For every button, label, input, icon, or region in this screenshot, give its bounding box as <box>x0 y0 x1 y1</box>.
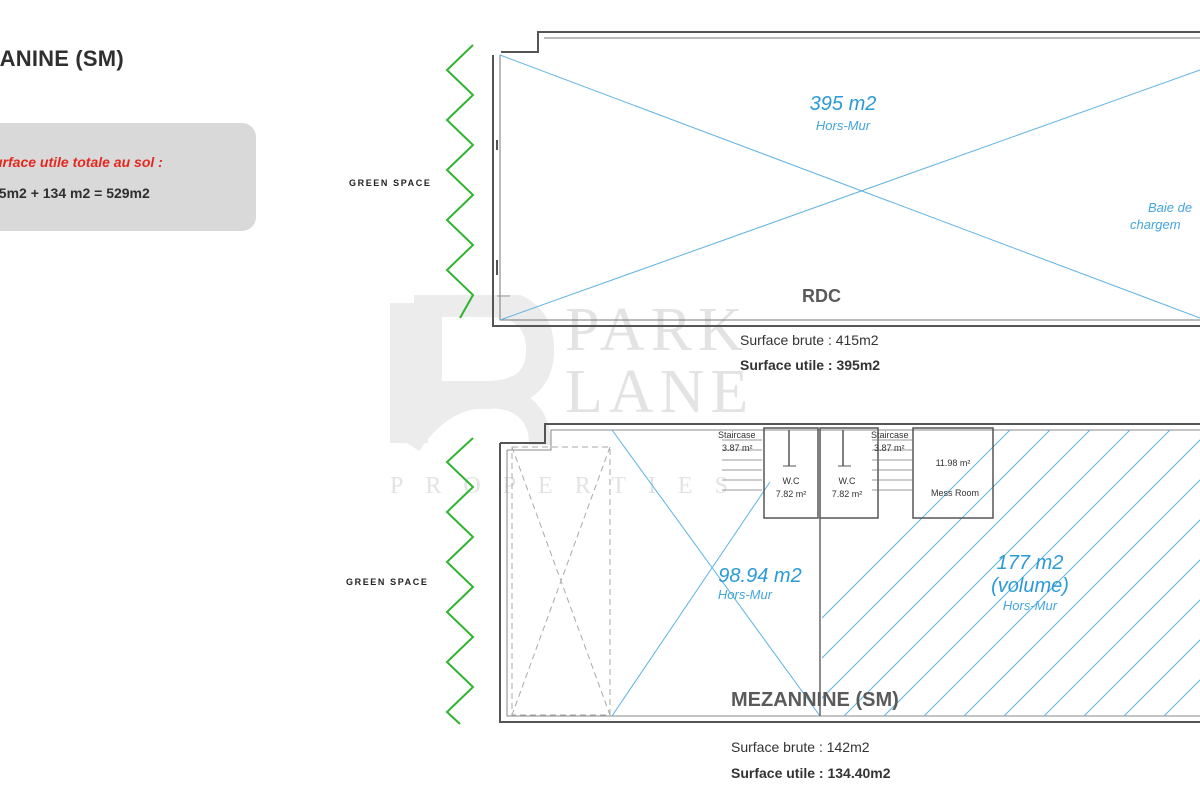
mezz-void-box <box>511 446 611 716</box>
mezzanine-plan <box>445 423 1200 725</box>
mezz-inner-wall <box>506 450 1200 717</box>
mezz-zone1-note: Hors-Mur <box>717 587 773 602</box>
mezz-title: MEZANNINE (SM) <box>731 689 899 711</box>
wc-2-label: W.C <box>838 476 856 486</box>
watermark-line2: LANE <box>565 358 755 426</box>
mezz-green-space-label: GREEN SPACE <box>346 577 429 587</box>
mezz-void-diagonal-2 <box>511 446 611 716</box>
mezz-top-inner-wall <box>507 429 1200 451</box>
mezz-zone2-value-line1: 177 m2 <box>996 552 1064 574</box>
mezz-zone1-diagonal-2 <box>611 481 771 717</box>
mezz-zone2-note: Hors-Mur <box>1002 598 1058 613</box>
summary-formula: 95m2 + 134 m2 = 529m2 <box>0 185 150 201</box>
page-title: ZANINE (SM) <box>0 46 124 71</box>
mezz-green-space-zigzag <box>445 437 475 725</box>
watermark-logo-icon <box>390 295 555 452</box>
rdc-bay-label-line1: Baie de <box>1148 200 1193 215</box>
mess-room <box>912 427 994 519</box>
rdc-top-wall <box>501 31 1200 53</box>
rdc-area-value: 395 m2 <box>809 93 877 115</box>
rdc-plan <box>445 31 1200 327</box>
watermark: PARK LANE PROPERTIES <box>390 295 810 505</box>
staircase-1-area: 3.87 m² <box>722 443 753 453</box>
mezz-surface-utile: Surface utile : 134.40m2 <box>731 765 891 781</box>
rdc-bay-label-line2: chargem <box>1130 217 1181 232</box>
rdc-surface-utile: Surface utile : 395m2 <box>740 357 881 373</box>
rdc-outer-wall <box>492 55 1200 327</box>
rdc-surface-brute: Surface brute : 415m2 <box>740 332 879 348</box>
rdc-diagonal-2 <box>499 69 1200 321</box>
watermark-line1: PARK <box>565 296 749 364</box>
wc-1-label: W.C <box>782 476 800 486</box>
mezz-top-wall <box>500 423 1200 444</box>
wc-room-2 <box>819 427 879 519</box>
mezz-zone1-value: 98.94 m2 <box>718 565 802 587</box>
staircase-1-label: Staircase <box>718 430 756 440</box>
wc-2-area: 7.82 m² <box>831 489 863 499</box>
summary-box <box>0 123 256 231</box>
mess-room-label: Mess Room <box>930 488 979 498</box>
rdc-title: RDC <box>802 286 841 306</box>
wc-room-1 <box>763 427 819 519</box>
rdc-diagonal-1 <box>499 54 1200 319</box>
rdc-green-space-label: GREEN SPACE <box>349 178 432 188</box>
watermark-line3: PROPERTIES <box>390 473 750 499</box>
summary-label: urface utile totale au sol : <box>0 154 163 170</box>
mezz-zone1-diagonal-1 <box>611 429 821 717</box>
mezz-outer-wall <box>499 443 1200 723</box>
staircase-2-label: Staircase <box>871 430 909 440</box>
mezz-surface-brute: Surface brute : 142m2 <box>731 739 870 755</box>
staircase-2-area: 3.87 m² <box>874 443 905 453</box>
rdc-green-space-zigzag <box>445 44 475 319</box>
rdc-area-note: Hors-Mur <box>815 118 871 133</box>
mess-room-area: 11.98 m² <box>935 458 971 468</box>
staircase-steps <box>722 439 912 491</box>
mezz-service-rooms <box>763 427 994 519</box>
mezz-zone2-value-line2: (volume) <box>991 575 1069 597</box>
mezz-zone2-hatching <box>822 430 1200 716</box>
wc-1-area: 7.82 m² <box>775 489 807 499</box>
